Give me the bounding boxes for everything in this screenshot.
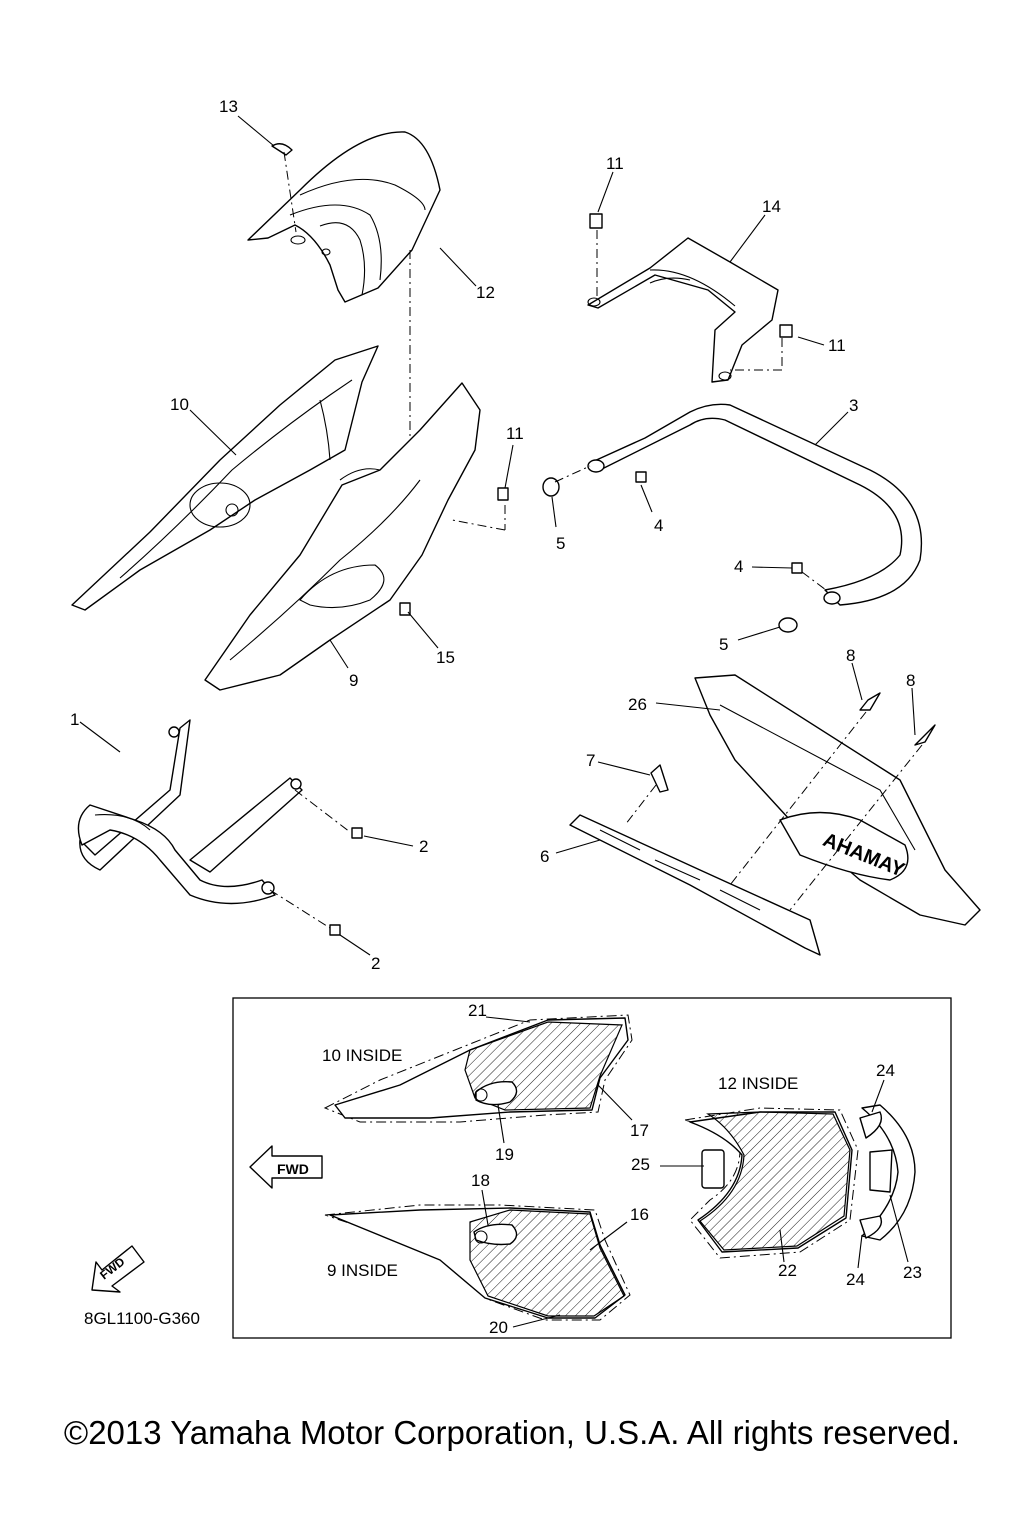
callout-25: 25 — [631, 1155, 650, 1174]
label-12-inside: 12 INSIDE — [718, 1074, 798, 1093]
callout-6: 6 — [540, 847, 549, 866]
callout-4: 4 — [734, 557, 743, 576]
callout-8: 8 — [906, 671, 915, 690]
seat-cowl-part-12 — [247, 131, 441, 303]
callout-1: 1 — [70, 710, 79, 729]
callout-14: 14 — [762, 197, 781, 216]
part-10-inside-view — [323, 1014, 633, 1144]
copyright-notice: ©2013 Yamaha Motor Corporation, U.S.A. A… — [63, 1414, 961, 1451]
callout-7: 7 — [586, 751, 595, 770]
corner-fwd-arrow-icon: FWD — [91, 1245, 145, 1293]
callout-8: 8 — [846, 646, 855, 665]
inside-view-inset: 10 INSIDE 9 INSIDE 12 INSIDE FWD — [232, 997, 952, 1339]
callout-3: 3 — [849, 396, 858, 415]
fwd-arrow-text: FWD — [277, 1161, 309, 1177]
panel-part-14 — [587, 237, 779, 383]
callout-5: 5 — [556, 534, 565, 553]
callout-5: 5 — [719, 635, 728, 654]
callout-2: 2 — [419, 837, 428, 856]
fasteners — [271, 143, 936, 936]
side-cover-part-9 — [204, 382, 481, 691]
callout-20: 20 — [489, 1318, 508, 1337]
part-12-inside-view — [660, 1107, 859, 1263]
callout-16: 16 — [630, 1205, 649, 1224]
callout-9: 9 — [349, 671, 358, 690]
grab-bar-part-3 — [587, 403, 923, 606]
part-9-inside-view — [324, 1189, 631, 1328]
callout-15: 15 — [436, 648, 455, 667]
callout-19: 19 — [495, 1145, 514, 1164]
callout-10: 10 — [170, 395, 189, 414]
callout-4: 4 — [654, 516, 663, 535]
label-9-inside: 9 INSIDE — [327, 1261, 398, 1280]
callout-2: 2 — [371, 954, 380, 973]
callout-21: 21 — [468, 1001, 487, 1020]
leader-lines — [79, 115, 916, 956]
callout-11: 11 — [606, 154, 624, 173]
grab-rail-part-1 — [77, 719, 303, 905]
callout-12: 12 — [476, 283, 495, 302]
callout-18: 18 — [471, 1171, 490, 1190]
callout-24: 24 — [876, 1061, 895, 1080]
callout-13: 13 — [219, 97, 238, 116]
fwd-arrow-icon: FWD — [249, 1145, 323, 1189]
bracket-part-6 — [569, 814, 821, 956]
callout-numbers: 1 2 2 3 4 4 5 5 6 7 8 8 9 10 11 11 11 12… — [70, 97, 922, 1337]
callout-23: 23 — [903, 1263, 922, 1282]
cap-part-5-upper — [542, 477, 560, 497]
diagram-code: 8GL1100-G360 — [84, 1309, 200, 1328]
alignment-lines — [269, 151, 923, 929]
callout-17: 17 — [630, 1121, 649, 1140]
callout-11: 11 — [828, 336, 846, 355]
side-cover-part-10 — [71, 345, 379, 611]
cap-part-5-lower — [778, 617, 798, 633]
callout-24: 24 — [846, 1270, 865, 1289]
part-23-24-view — [857, 1079, 916, 1269]
callout-22: 22 — [778, 1261, 797, 1280]
callout-26: 26 — [628, 695, 647, 714]
label-10-inside: 10 INSIDE — [322, 1046, 402, 1065]
callout-11: 11 — [506, 424, 524, 443]
